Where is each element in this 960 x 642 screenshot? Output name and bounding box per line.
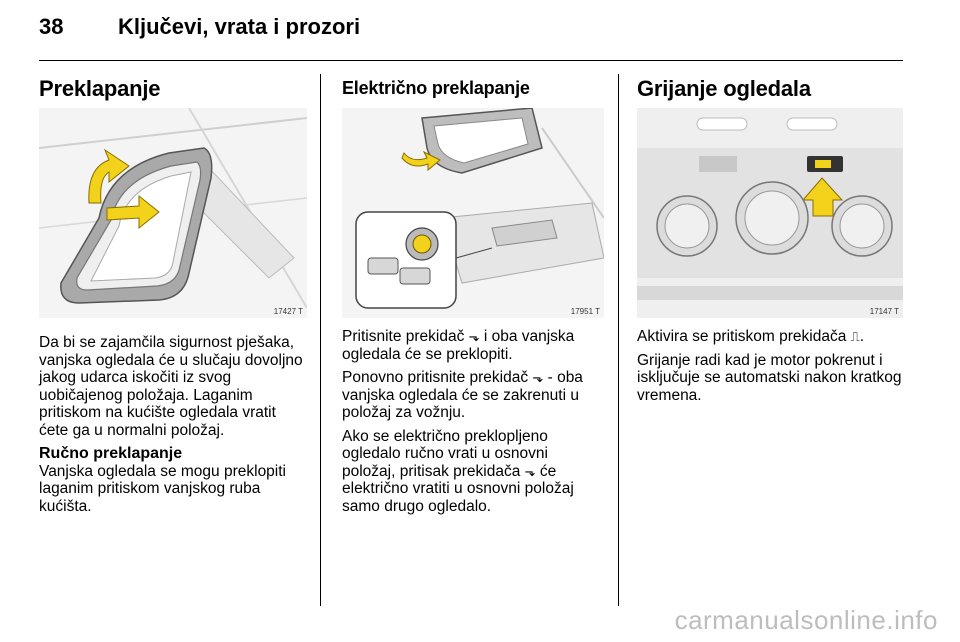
header-rule bbox=[39, 60, 903, 61]
text-span: Ako se električno preklopljeno ogledalo … bbox=[342, 427, 548, 480]
column-divider bbox=[320, 74, 321, 606]
column-divider bbox=[618, 74, 619, 606]
section-heading-folding: Preklapanje bbox=[39, 76, 161, 101]
mirror-folding-illustration: 17427 T bbox=[38, 107, 308, 318]
paragraph: Da bi se zajamčila sigurnost pješaka, va… bbox=[39, 334, 303, 439]
text-span: i oba vanjska ogledala će se preklopiti. bbox=[342, 328, 575, 363]
mirror-fold-switch-icon: ⬎ bbox=[524, 463, 536, 479]
text-span: Aktivira se pritiskom prekidača bbox=[637, 328, 851, 345]
paragraph: Grijanje radi kad je motor pokrenut i is… bbox=[637, 351, 902, 404]
mirror-fold-switch-icon: ⬎ bbox=[468, 329, 480, 344]
paragraph: Pritisnite prekidač ⬎ i oba vanjska ogle… bbox=[342, 328, 604, 363]
page-title: Ključevi, vrata i prozori bbox=[118, 14, 361, 39]
heated-mirror-icon: ⎍ bbox=[850, 329, 860, 344]
col3-text: Aktivira se pritiskom prekidača ⎍. Grija… bbox=[637, 328, 903, 410]
section-heading-electric-folding: Električno preklapanje bbox=[342, 78, 530, 98]
paragraph: Vanjska ogledala se mogu preklopiti laga… bbox=[39, 462, 287, 515]
col1-text: Da bi se zajamčila sigurnost pješaka, va… bbox=[39, 334, 309, 521]
text-span: će električno vratiti u osnovni položaj … bbox=[342, 462, 574, 515]
text-span: Pritisnite prekidač bbox=[342, 328, 469, 345]
subheading-manual-folding: Ručno preklapanje bbox=[39, 445, 183, 462]
section-heading-mirror-heating: Grijanje ogledala bbox=[637, 76, 811, 101]
paragraph: Ponovno pritisnite prekidač ⬎ - oba vanj… bbox=[342, 369, 604, 422]
figure-number: 17147 T bbox=[869, 307, 899, 316]
text-span: - oba vanjska ogledala će se zakrenuti u… bbox=[342, 369, 583, 421]
text-span: Ponovno pritisnite prekidač bbox=[342, 369, 533, 386]
page-number: 38 bbox=[39, 14, 64, 39]
figure-number: 17427 T bbox=[273, 307, 303, 316]
figure-number: 17951 T bbox=[570, 307, 600, 316]
col2-text: Pritisnite prekidač ⬎ i oba vanjska ogle… bbox=[342, 328, 604, 521]
heater-controls-illustration: 17147 T bbox=[637, 108, 903, 318]
mirror-fold-switch-icon: ⬎ bbox=[532, 370, 544, 385]
paragraph: Aktivira se pritiskom prekidača ⎍. bbox=[637, 328, 903, 346]
watermark: carmanualsonline.info bbox=[674, 605, 938, 635]
paragraph: Ako se električno preklopljeno ogledalo … bbox=[342, 428, 604, 516]
electric-folding-illustration: 17951 T bbox=[342, 107, 605, 318]
text-span: . bbox=[859, 328, 865, 345]
